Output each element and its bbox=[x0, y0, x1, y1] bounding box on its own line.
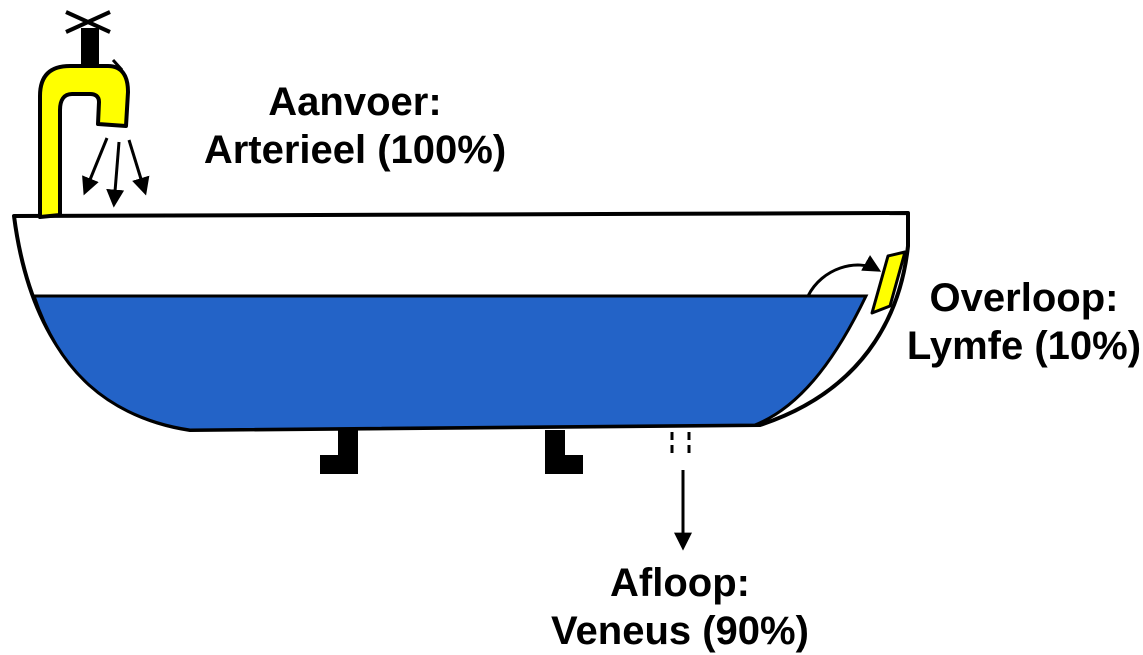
water bbox=[31, 294, 869, 432]
inflow-arrows bbox=[82, 137, 150, 208]
overflow-label: Overloop: Lymfe (10%) bbox=[905, 274, 1143, 370]
cross-handle-icon bbox=[65, 10, 111, 34]
faucet-icon bbox=[38, 10, 130, 219]
overflow-title: Overloop: bbox=[929, 276, 1119, 320]
inflow-detail: Arterieel (100%) bbox=[203, 128, 507, 172]
tub-foot-icon bbox=[320, 430, 358, 474]
drain-label: Afloop: Veneus (90%) bbox=[520, 559, 840, 655]
inflow-label: Aanvoer: Arterieel (100%) bbox=[190, 78, 520, 174]
drain-pipe bbox=[670, 432, 691, 455]
inflow-title: Aanvoer: bbox=[268, 80, 442, 124]
drain-detail: Veneus (90%) bbox=[551, 609, 809, 653]
overflow-outlet-icon bbox=[870, 250, 907, 315]
tub-foot-icon bbox=[545, 430, 583, 474]
tub-feet bbox=[320, 430, 583, 474]
overflow-detail: Lymfe (10%) bbox=[906, 324, 1142, 368]
drain-title: Afloop: bbox=[610, 561, 750, 605]
overflow-arrow bbox=[806, 255, 882, 297]
